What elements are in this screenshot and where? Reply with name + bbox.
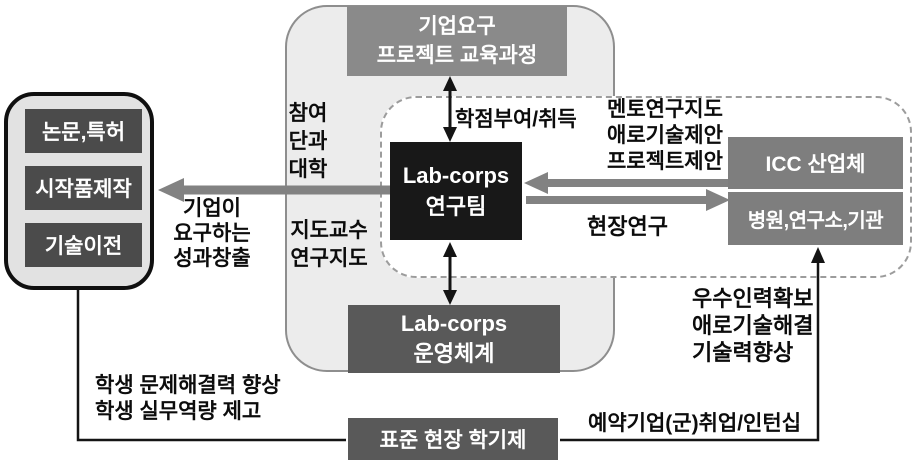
mentor-proposal-label: 멘토연구지도 애로기술제안 프로젝트제안 bbox=[607, 98, 723, 173]
corporate-curriculum-label: 기업요구 프로젝트 교육과정 bbox=[376, 15, 538, 67]
output-tech-transfer-label: 기술이전 bbox=[44, 235, 123, 258]
credit-grant-label: 학점부여/취득 bbox=[455, 108, 577, 131]
student-benefit-label: 학생 문제해결력 향상 학생 실무역량 제고 bbox=[95, 374, 281, 423]
icc-industry-label: ICC 산업체 bbox=[765, 153, 866, 176]
lab-corps-operation-box: Lab-corps 운영체계 bbox=[348, 305, 560, 373]
output-paper-patent-box: 논문,특허 bbox=[25, 109, 142, 153]
output-prototype-box: 시작품제작 bbox=[25, 166, 142, 210]
lab-corps-team-label: Lab-corps 연구팀 bbox=[402, 163, 510, 219]
output-prototype-label: 시작품제작 bbox=[35, 178, 132, 201]
lab-corps-team-box: Lab-corps 연구팀 bbox=[390, 142, 522, 240]
participating-college-label: 참여 단과 대학 bbox=[288, 102, 328, 181]
hospital-institute-box: 병원,연구소,기관 bbox=[728, 192, 903, 245]
field-research-label: 현장연구 bbox=[587, 214, 668, 239]
lab-corps-operation-label: Lab-corps 운영체계 bbox=[400, 311, 508, 366]
output-tech-transfer-box: 기술이전 bbox=[25, 223, 142, 267]
company-outcome-label: 기업이 요구하는 성과창출 bbox=[173, 197, 251, 270]
standard-semester-box: 표준 현장 학기제 bbox=[348, 418, 558, 460]
corporate-curriculum-box: 기업요구 프로젝트 교육과정 bbox=[347, 6, 567, 76]
talent-benefit-label: 우수인력확보 애로기술해결 기술력향상 bbox=[692, 286, 814, 365]
icc-industry-box: ICC 산업체 bbox=[728, 137, 903, 189]
output-paper-patent-label: 논문,특허 bbox=[41, 121, 126, 144]
hospital-institute-label: 병원,연구소,기관 bbox=[747, 210, 884, 232]
advisor-guidance-label: 지도교수 연구지도 bbox=[290, 219, 368, 270]
employment-internship-label: 예약기업(군)취업/인턴십 bbox=[588, 412, 802, 435]
standard-semester-label: 표준 현장 학기제 bbox=[379, 429, 527, 452]
